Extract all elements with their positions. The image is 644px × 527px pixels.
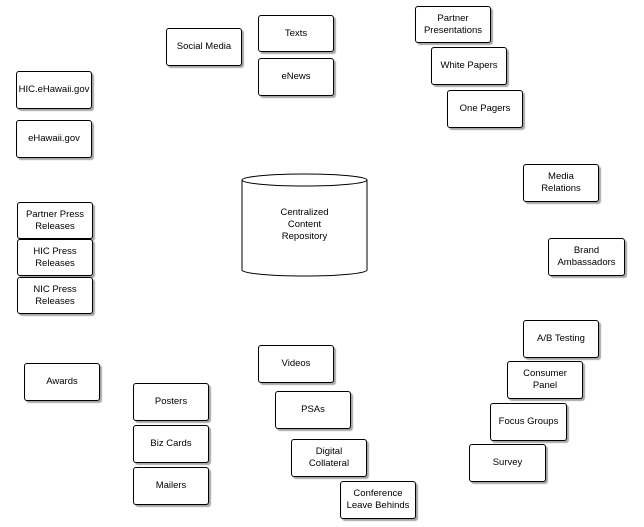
node-mailers: Mailers: [133, 467, 209, 505]
content-repository-cylinder: Centralized Content Repository: [241, 173, 368, 277]
node-awards: Awards: [24, 363, 100, 401]
cylinder-shape: [241, 173, 368, 277]
node-nic-press-releases: NIC Press Releases: [17, 277, 93, 314]
node-posters: Posters: [133, 383, 209, 421]
node-one-pagers: One Pagers: [447, 90, 523, 128]
node-hic-ehawaii-gov: HIC.eHawaii.gov: [16, 71, 92, 109]
node-media-relations: Media Relations: [523, 164, 599, 202]
node-digital-collateral: Digital Collateral: [291, 439, 367, 477]
node-hic-press-releases: HIC Press Releases: [17, 239, 93, 276]
node-ab-testing: A/B Testing: [523, 320, 599, 358]
node-videos: Videos: [258, 345, 334, 383]
node-social-media: Social Media: [166, 28, 242, 66]
node-consumer-panel: Consumer Panel: [507, 361, 583, 399]
node-ehawaii-gov: eHawaii.gov: [16, 120, 92, 158]
node-texts: Texts: [258, 15, 334, 52]
node-partner-press-releases: Partner Press Releases: [17, 202, 93, 239]
node-psas: PSAs: [275, 391, 351, 429]
node-conference-leave-behinds: Conference Leave Behinds: [340, 481, 416, 519]
node-partner-presentations: Partner Presentations: [415, 6, 491, 43]
node-enews: eNews: [258, 58, 334, 96]
node-focus-groups: Focus Groups: [490, 403, 567, 441]
node-survey: Survey: [469, 444, 546, 482]
node-white-papers: White Papers: [431, 47, 507, 85]
content-repository-label: Centralized Content Repository: [280, 207, 329, 242]
node-brand-ambassadors: Brand Ambassadors: [548, 238, 625, 276]
node-biz-cards: Biz Cards: [133, 425, 209, 463]
